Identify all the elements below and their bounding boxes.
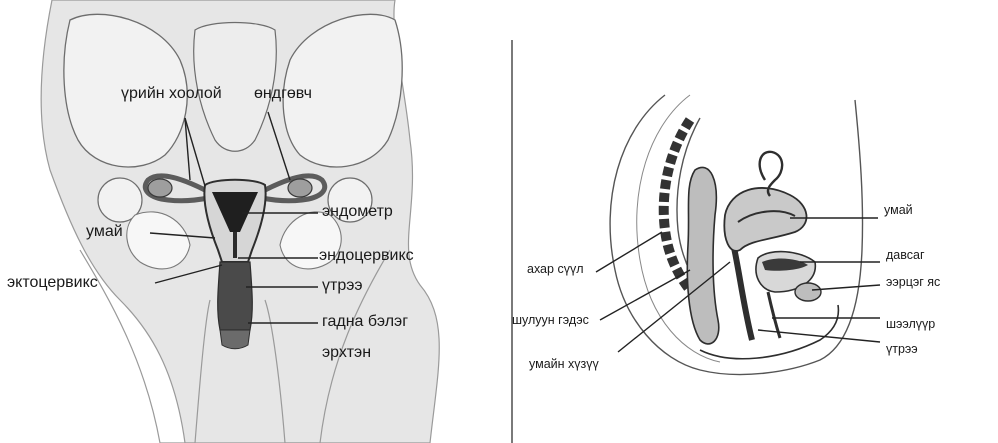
label-side-bladder: давсаг [886, 249, 925, 262]
label-side-urethra: шээлүүр [886, 318, 935, 331]
label-external-genitalia-1: гадна бэлэг [322, 314, 408, 330]
rectum-shape [687, 167, 718, 343]
label-side-pubic-bone: ээрцэг яс [886, 276, 940, 289]
label-side-spine: ахар сүүл [527, 263, 583, 276]
label-side-vagina: үтрээ [886, 343, 918, 356]
label-ectocervix: эктоцервикс [7, 275, 98, 291]
label-side-cervix: умайн хүзүү [529, 358, 599, 371]
label-urethra-tube: үрийн хоолой [121, 86, 222, 102]
label-side-uterus: умай [884, 204, 913, 217]
label-vagina-front: үтрээ [322, 278, 363, 294]
label-endometrium: эндометр [322, 204, 393, 220]
leader-side-rectum [600, 270, 690, 320]
label-endocervix: эндоцервикс [319, 248, 414, 264]
label-uterus-front: умай [86, 224, 123, 240]
label-external-genitalia-2: эрхтэн [322, 345, 371, 361]
leader-side-spine [596, 232, 662, 272]
uterus-shape [724, 188, 806, 251]
label-side-rectum: шулуун гэдэс [512, 314, 589, 327]
leader-side-pubic-bone [812, 285, 880, 290]
pubic-bone-shape [795, 283, 821, 301]
label-ovary: өндгөвч [254, 86, 312, 102]
perineum-contour [700, 305, 838, 359]
